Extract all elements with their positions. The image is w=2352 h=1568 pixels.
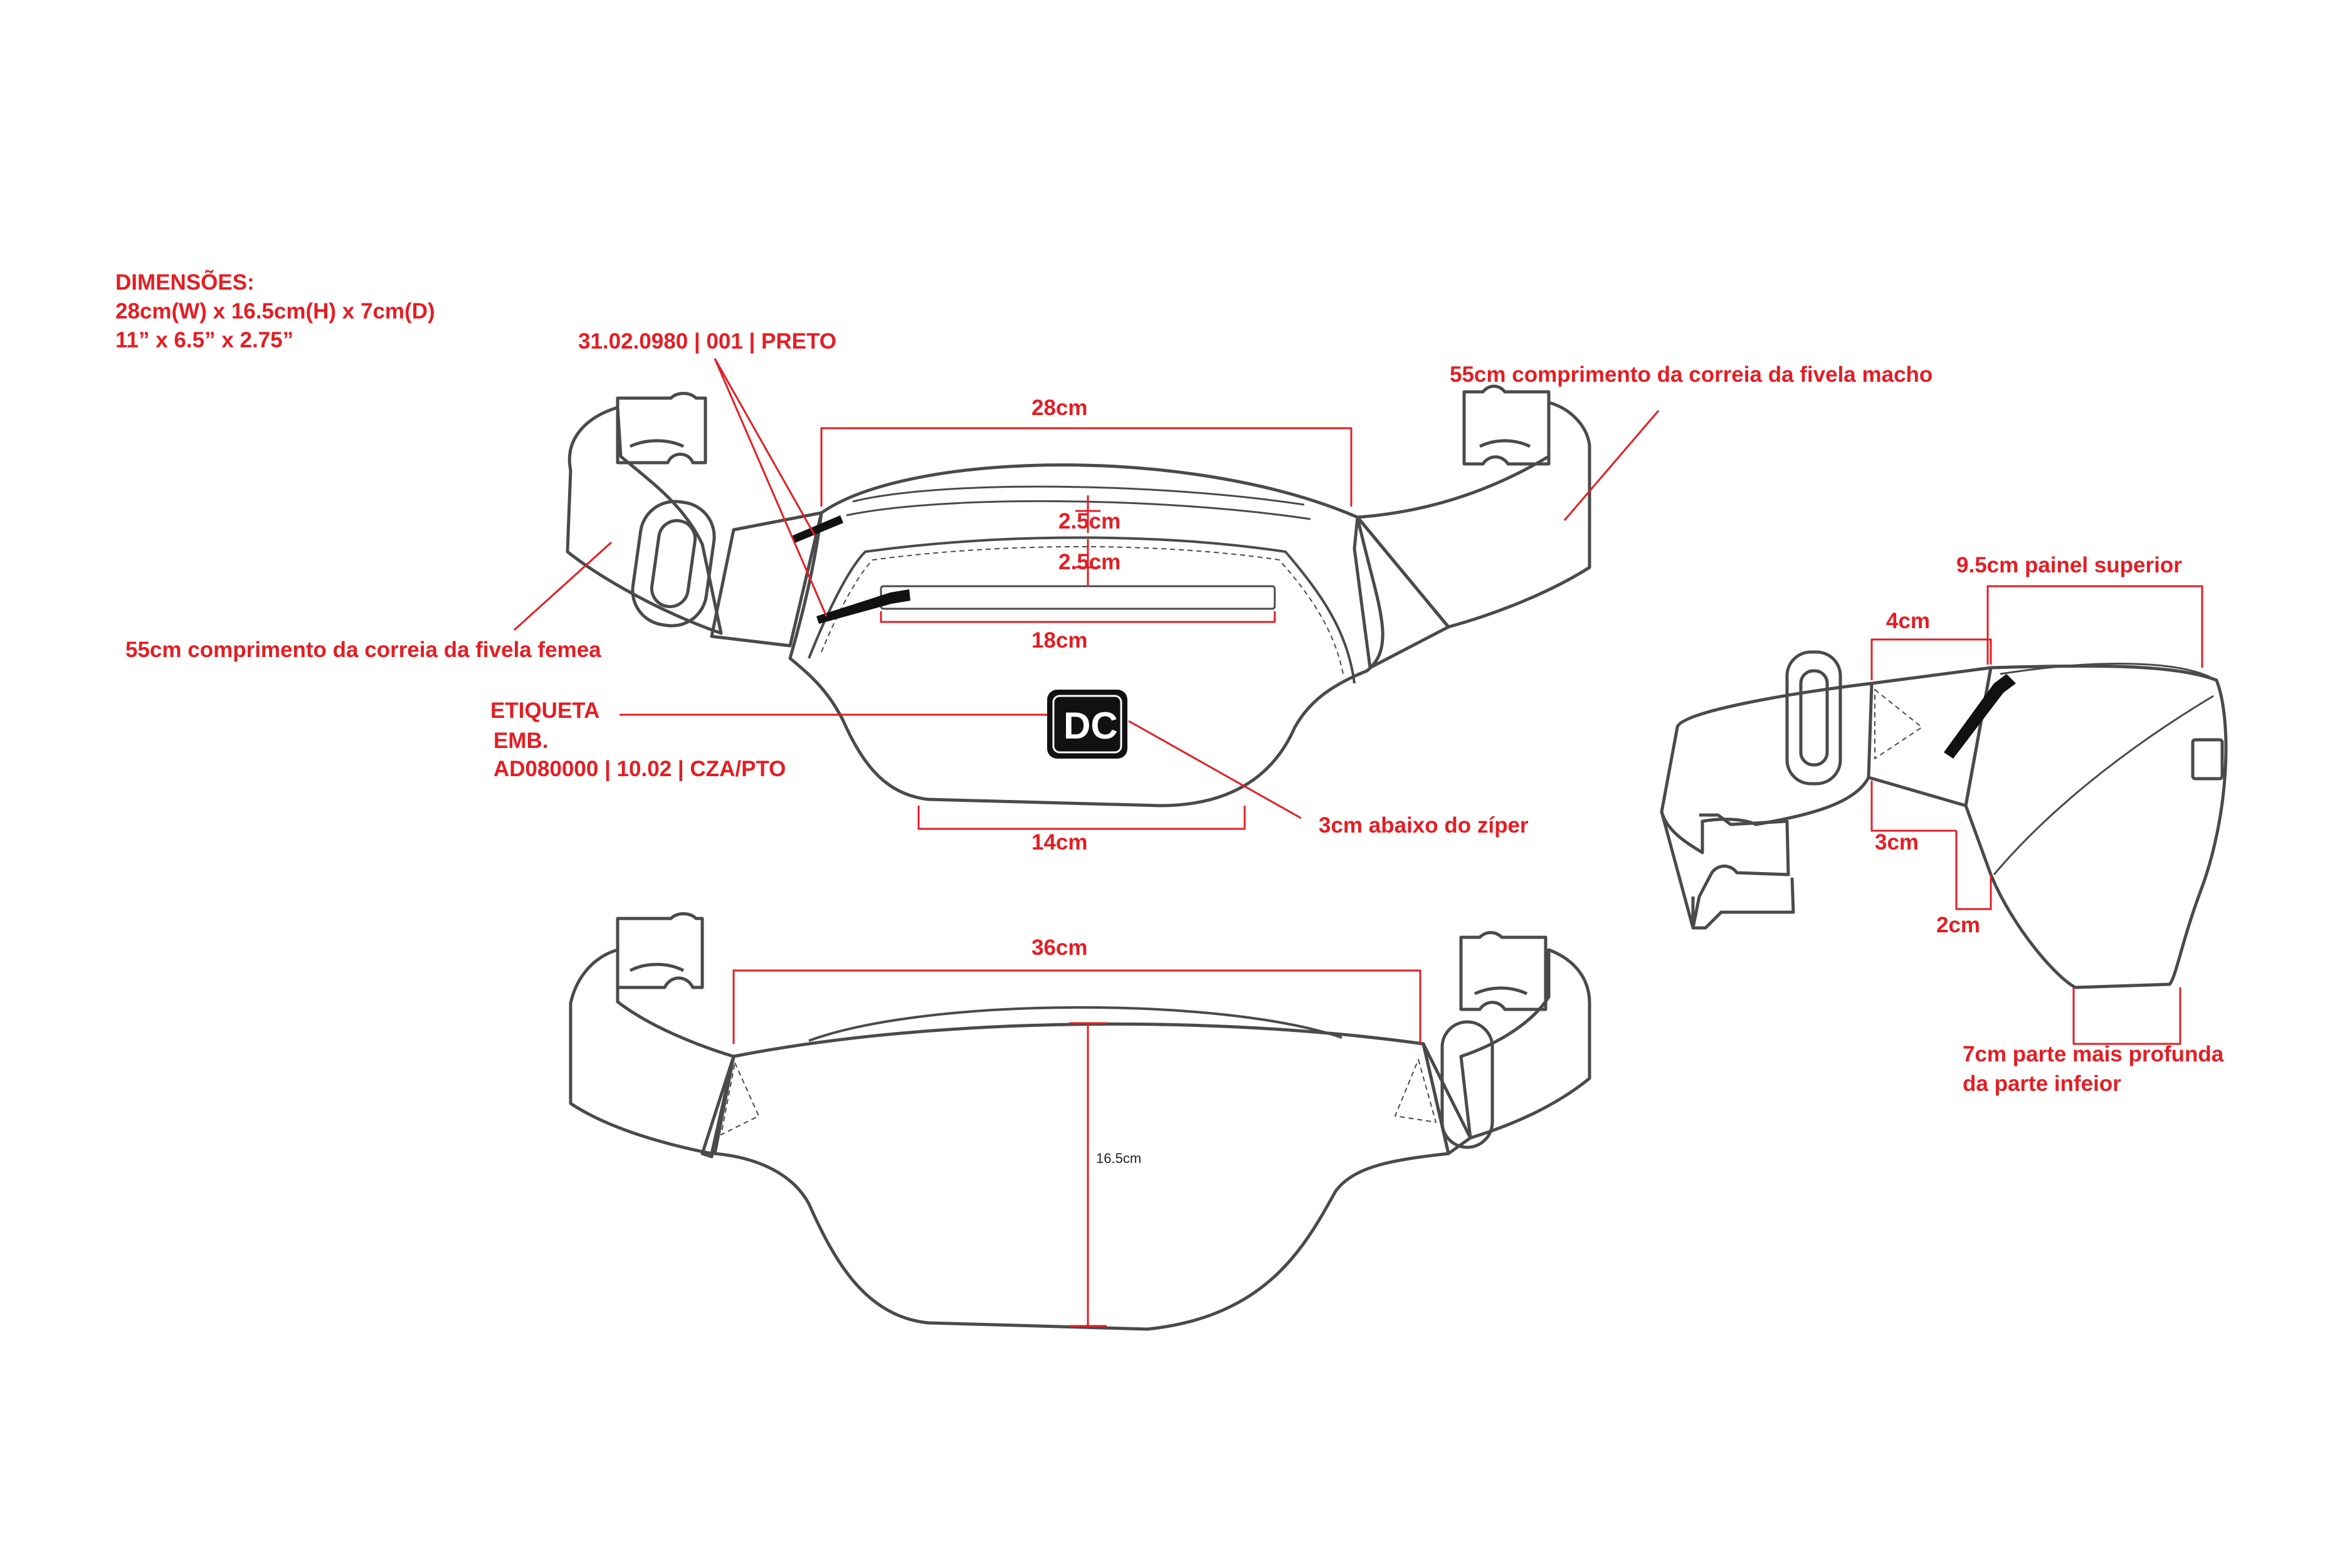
dim-2cm-line	[1955, 831, 1992, 910]
side-panel-line	[1993, 695, 2214, 875]
dim-7cm-label-line2: da parte infeior	[1963, 1071, 2121, 1096]
back-view	[569, 912, 1591, 1331]
zipper-leader-2	[714, 358, 828, 617]
back-right-buckle-slot	[1474, 986, 1528, 996]
front-pocket-seam	[821, 546, 1344, 678]
dimensions-block: DIMENSÕES: 28cm(W) x 16.5cm(H) x 7cm(D) …	[115, 270, 435, 352]
top-zipper-pull-icon	[791, 515, 843, 543]
back-left-strap	[569, 948, 736, 1155]
front-left-buckle-icon	[616, 392, 707, 465]
dim-4cm-line	[1870, 638, 1992, 680]
dim-7cm-line	[2072, 987, 2181, 1045]
side-slider-icon	[1785, 650, 1842, 786]
front-top-zipper-lower	[846, 500, 1311, 520]
side-strap-loop	[1660, 681, 1872, 855]
back-left-buckle-icon	[616, 912, 704, 989]
dim-2cm-label: 2cm	[1936, 913, 1980, 937]
front-left-slider-slot	[650, 518, 697, 609]
side-view	[1660, 650, 2228, 989]
side-connector	[1867, 666, 1993, 808]
dim-2-5cm-pocket-line	[1075, 539, 1100, 586]
front-left-strap	[566, 406, 723, 635]
side-tab	[2191, 738, 2224, 781]
side-bag-body	[1964, 664, 2228, 989]
logo-tag-inner	[1052, 695, 1122, 754]
dimensions-metric: 28cm(W) x 16.5cm(H) x 7cm(D)	[115, 299, 435, 324]
front-pocket-zipper	[880, 585, 1276, 610]
dim-14cm-line	[917, 806, 1246, 830]
dim-36cm-line	[732, 969, 1421, 1044]
left-strap-leader	[513, 541, 613, 631]
dim-3cm-line	[1870, 781, 1956, 832]
front-right-strap	[1356, 401, 1591, 629]
back-top-band	[808, 1006, 1342, 1042]
front-annotations	[513, 358, 1660, 830]
front-left-buckle-slot	[629, 439, 685, 448]
pocket-zipper-pull-icon	[816, 589, 910, 624]
front-pocket-panel	[808, 536, 1356, 684]
dim-36cm-label: 36cm	[1031, 935, 1088, 960]
dim-28cm-line	[820, 427, 1353, 507]
dim-18cm-label: 18cm	[1031, 628, 1088, 653]
dim-28cm-label: 28cm	[1031, 396, 1088, 420]
right-strap-leader	[1563, 410, 1660, 521]
label-code: AD080000 | 10.02 | CZA/PTO	[493, 757, 786, 781]
dim-2-5cm-top-line	[1075, 495, 1100, 533]
zipper-code-label: 31.02.0980 | 001 | PRETO	[578, 329, 836, 354]
back-annotations	[732, 969, 1421, 1327]
dimensions-imperial: 11” x 6.5” x 2.75”	[115, 328, 293, 352]
side-top-zip	[2000, 663, 2211, 678]
right-strap-label: 55cm comprimento da correia da fivela ma…	[1450, 362, 1933, 387]
back-right-buckle-icon	[1459, 931, 1548, 1011]
back-left-triangle	[720, 1062, 759, 1135]
front-bag-body	[788, 463, 1384, 808]
front-top-zipper	[852, 485, 1305, 506]
label-title: ETIQUETA	[490, 698, 599, 723]
logo-tag	[1047, 690, 1127, 759]
label-position-text: 3cm abaixo do zíper	[1319, 813, 1529, 838]
back-right-strap	[1459, 948, 1591, 1140]
side-slider-slot	[1799, 669, 1829, 767]
logo-mark: DC	[1063, 705, 1118, 747]
back-left-buckle-slot	[629, 962, 685, 972]
side-bottom-buckle-icon	[1691, 813, 1795, 930]
dc-logo-icon: DC	[1047, 690, 1127, 759]
dim-4cm-label: 4cm	[1886, 609, 1930, 633]
zipper-leader-1	[714, 358, 816, 537]
dim-14cm-label: 14cm	[1031, 830, 1088, 855]
back-bag-body	[713, 1022, 1450, 1331]
dimensions-heading: DIMENSÕES:	[115, 270, 255, 295]
dim-2-5cm-pocket-label: 2.5cm	[1058, 550, 1121, 574]
back-annotation-text: 36cm	[1031, 935, 1088, 960]
dim-16-5cm-line	[1069, 1022, 1107, 1327]
dim-18cm-line	[880, 611, 1276, 623]
dim-9-5cm-line	[1986, 585, 2203, 668]
logo-position-leader	[1128, 720, 1302, 819]
dim-3cm-label: 3cm	[1875, 830, 1919, 855]
front-left-connector	[710, 511, 823, 648]
front-right-connector	[1353, 515, 1450, 670]
dim-2-5cm-top-label: 2.5cm	[1058, 509, 1121, 534]
side-zipper-pull-icon	[1944, 674, 2016, 759]
left-strap-label: 55cm comprimento da correia da fivela fe…	[125, 638, 601, 662]
front-zipper-pulls	[791, 515, 910, 624]
dim-16-5cm-label: 16.5cm	[1096, 1150, 1141, 1166]
front-right-buckle-icon	[1462, 384, 1551, 466]
front-left-slider-icon	[631, 500, 716, 628]
side-strap-lower	[1660, 811, 1695, 930]
front-right-buckle-slot	[1479, 439, 1531, 448]
side-annotations	[1870, 585, 2203, 1045]
front-annotation-text: 31.02.0980 | 001 | PRETO 28cm 2.5cm 2.5c…	[125, 329, 1933, 855]
dim-7cm-label-line1: 7cm parte mais profunda	[1963, 1042, 2224, 1066]
dim-9-5cm-label: 9.5cm painel superior	[1956, 553, 2182, 577]
side-annotation-text: 9.5cm painel superior 4cm 3cm 2cm 7cm pa…	[1875, 553, 2224, 1096]
front-view	[566, 384, 1591, 808]
side-triangle	[1874, 689, 1922, 759]
label-line2: EMB.	[493, 729, 549, 753]
